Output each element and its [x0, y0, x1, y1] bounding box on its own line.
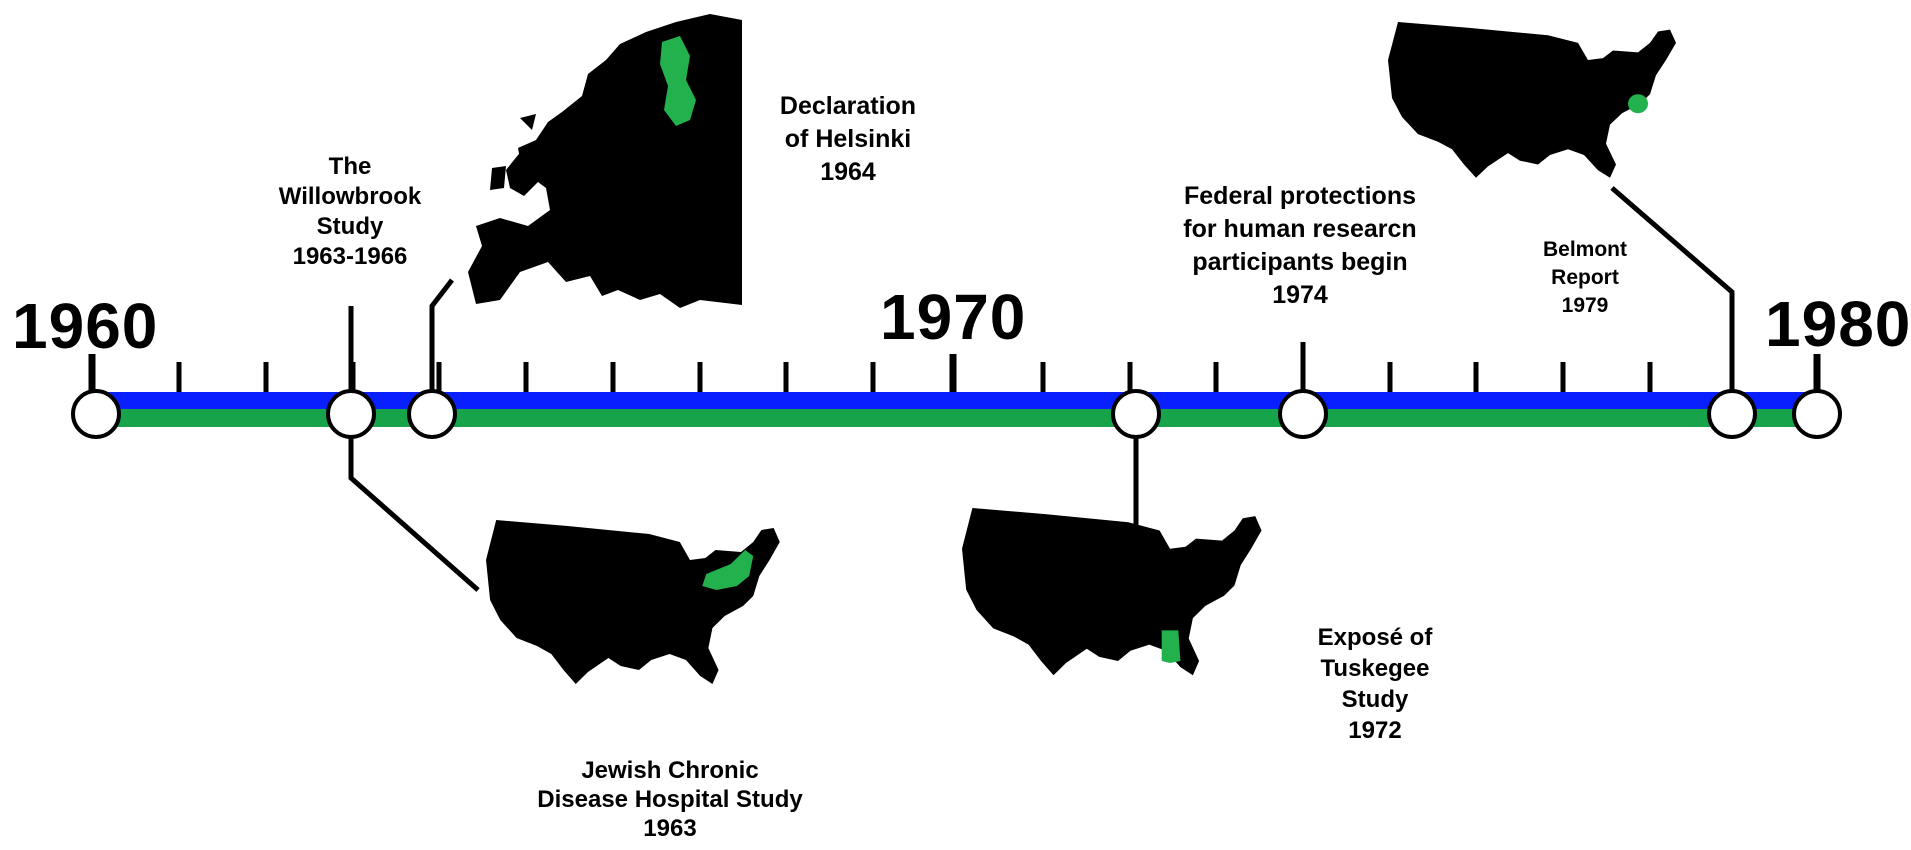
usa-map-alabama-highlighted [962, 508, 1262, 676]
caption-helsinki: Declaration of Helsinki 1964 [748, 90, 948, 189]
caption-jewish-chronic: Jewish Chronic Disease Hospital Study 19… [520, 756, 820, 843]
marker-willowbrook [326, 389, 376, 439]
marker-1960 [71, 389, 121, 439]
usa-map-maryland-highlighted [1388, 22, 1676, 178]
caption-line: Willowbrook [278, 183, 422, 210]
caption-line: 1979 [1561, 294, 1609, 317]
caption-line: 1964 [820, 158, 876, 186]
caption-line: Declaration [779, 92, 917, 120]
marker-belmont [1707, 389, 1757, 439]
timeline-band-green [95, 409, 1815, 427]
caption-tuskegee: Exposé of Tuskegee Study 1972 [1290, 622, 1460, 746]
year-label-1960: 1960 [12, 290, 159, 362]
marker-federal [1278, 389, 1328, 439]
caption-line: Study [1341, 686, 1409, 713]
europe-map-finland-highlighted [468, 14, 742, 308]
caption-federal-protections: Federal protections for human researcn p… [1130, 180, 1470, 312]
caption-line: for human researcn [1183, 215, 1417, 243]
caption-line: 1974 [1272, 281, 1328, 309]
caption-willowbrook: The Willowbrook Study 1963-1966 [250, 152, 450, 272]
caption-line: Belmont [1543, 238, 1627, 261]
caption-line: Exposé of [1317, 624, 1433, 651]
caption-line: Tuskegee [1320, 655, 1430, 682]
usa-map-new-york-highlighted [486, 520, 780, 684]
caption-belmont: Belmont Report 1979 [1520, 236, 1650, 320]
leader-jewish-chronic [348, 434, 480, 592]
caption-line: Study [316, 213, 384, 240]
caption-line: of Helsinki [784, 125, 912, 153]
marker-1980 [1792, 389, 1842, 439]
caption-line: Report [1551, 266, 1619, 289]
leader-belmont [1610, 186, 1735, 396]
leader-lines [348, 186, 1735, 592]
marker-tuskegee [1111, 389, 1161, 439]
year-label-1980: 1980 [1765, 288, 1911, 360]
event-markers [71, 389, 1842, 439]
caption-line: Federal protections [1184, 182, 1416, 210]
timeline-band-blue [95, 392, 1815, 409]
caption-line: Jewish Chronic [581, 757, 759, 784]
caption-line: 1963 [643, 815, 697, 842]
leader-helsinki [429, 278, 454, 400]
marker-helsinki [407, 389, 457, 439]
caption-line: 1972 [1348, 717, 1402, 744]
caption-line: Disease Hospital Study [537, 786, 803, 813]
caption-line: 1963-1966 [292, 243, 408, 270]
caption-line: participants begin [1192, 248, 1408, 276]
caption-line: The [328, 153, 372, 180]
year-label-1970: 1970 [880, 281, 1027, 353]
